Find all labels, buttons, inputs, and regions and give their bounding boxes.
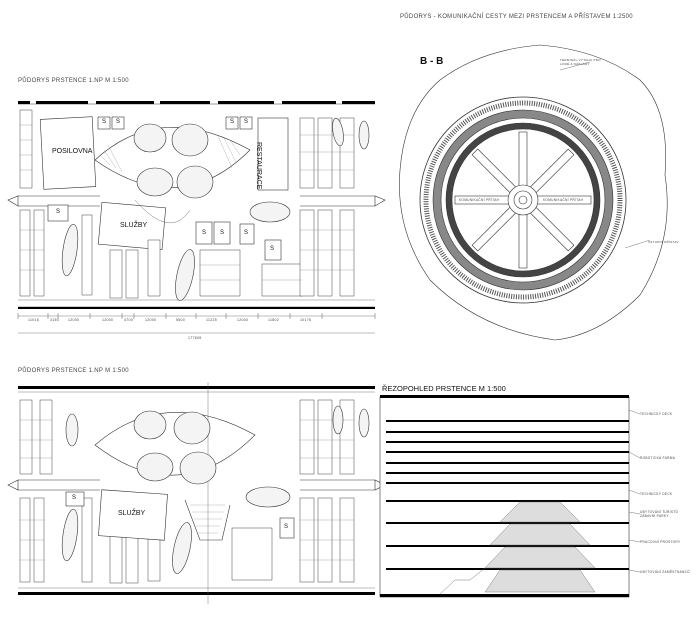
room-s-label: S [56,209,61,215]
room-s-label: S [230,119,235,125]
dimension-label: 5500 [176,318,185,322]
cross-section-title: ŘEZOPOHLED PRSTENCE M 1:500 [382,384,506,393]
level-label: PRACOVNÍ PROSTORY [640,540,681,544]
level-label: UBYTOVÁNÍ TURISTŮ ZÁBAVNÍ PARKY [640,510,679,518]
plan2-title: PŮDORYS PRSTENCE 1.NP M 1:500 [18,368,129,374]
total-dimension: 177605 [188,336,202,340]
sheet-title: PŮDORYS - KOMUNIKAČNÍ CESTY MEZI PRSTENC… [400,14,633,20]
dimension-label: 4700 [124,318,133,322]
plan1-title: PŮDORYS PRSTENCE 1.NP M 1:500 [18,78,129,84]
room-s-label: S [72,495,77,501]
floor-plan-2 [7,382,386,604]
dimension-label: 12000 [68,318,80,322]
level-label: TECHNICKÝ DECK [640,412,673,416]
dimension-label: 11802 [268,318,279,322]
note-terminal: TERMINÁL VÝTAHU PRO LODĚ A NÁKLADY [560,58,601,66]
room-s-label: S [270,246,275,252]
room-s-label: S [116,119,121,125]
spoke-label-right: KOMUNIKAČNÍ PŘÍTAH [543,198,584,202]
room-restaurant-label: RESTAURACE [255,142,262,190]
room-services-label: SLUŽBY [118,510,146,517]
room-gym-label: POSILOVNA [52,148,93,155]
room-services-label: SLUŽBY [120,222,148,229]
room-s-label: S [244,230,249,236]
note-entry-port: VSTUPNÍ PŘÍSTAV [648,240,679,244]
level-label: ROBOTICKÁ FARMA [640,456,676,460]
dimension-label: 11016 [28,318,39,322]
ring-cross-section [379,395,641,598]
room-s-label: S [284,524,289,530]
floor-plan-1 [7,101,386,334]
dimension-label: 11225 [206,318,217,322]
dimension-label: 12000 [237,318,249,322]
spoke-label-left: KOMUNIKAČNÍ PŘÍTAH [459,198,500,202]
room-s-label: S [220,230,225,236]
level-label: UBYTOVÁNÍ ZAMĚSTNANCŮ [640,570,690,574]
room-s-label: S [244,119,249,125]
room-s-label: S [202,230,207,236]
ring-section-bb [399,44,668,341]
dimension-label: 10176 [300,318,312,322]
dimension-label: 3150 [50,318,59,322]
section-bb-title: B - B [420,56,444,67]
dimension-label: 12000 [102,318,114,322]
level-label: TECHNICKÝ DECK [640,492,673,496]
room-s-label: S [102,119,107,125]
dimension-label: 12000 [145,318,157,322]
